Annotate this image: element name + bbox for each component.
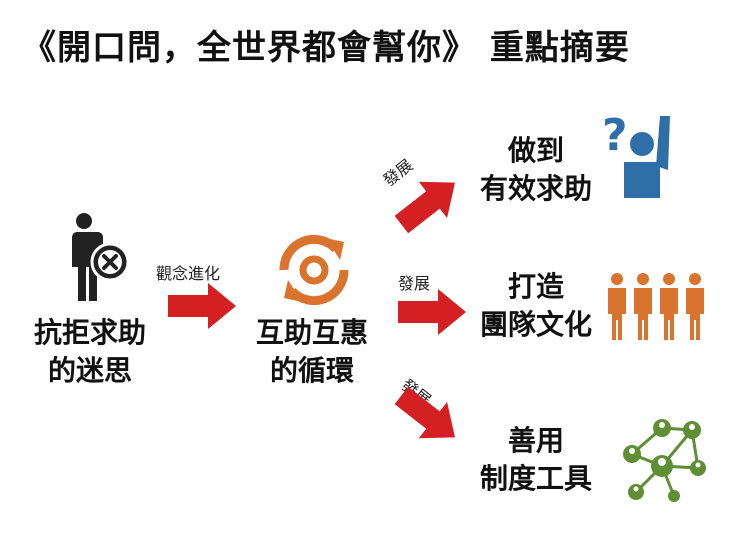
concept-label: 觀念進化 (156, 264, 221, 283)
start-line1: 抗拒求助 (33, 316, 146, 349)
develop-mid-label: 發展 (398, 274, 431, 293)
page-title: 《開口問，全世界都會幫你》 重點摘要 (22, 28, 630, 68)
middle-line2: 的循環 (269, 354, 354, 387)
out2-label: 打造 團隊文化 (466, 268, 606, 344)
cycle-icon (279, 234, 349, 306)
out3-line2: 制度工具 (479, 462, 592, 495)
person-reject-icon (70, 213, 130, 301)
network-icon (623, 419, 706, 502)
out2-line1: 打造 (507, 270, 564, 303)
start-line2: 的迷思 (47, 354, 132, 387)
svg-text:?: ? (602, 110, 628, 161)
out1-label: 做到 有效求助 (466, 132, 606, 208)
out3-line1: 善用 (507, 424, 564, 457)
team-people-icon (608, 273, 704, 340)
start-label: 抗拒求助 的迷思 (20, 314, 160, 390)
develop-down-arrow (394, 386, 456, 439)
out3-label: 善用 制度工具 (466, 422, 606, 498)
develop-up-arrow (394, 181, 456, 234)
question-hand-raise-icon: ? (602, 110, 670, 198)
develop-mid-arrow (398, 289, 466, 335)
middle-line1: 互助互惠 (255, 316, 368, 349)
out1-line2: 有效求助 (479, 172, 592, 205)
out2-line2: 團隊文化 (479, 308, 592, 341)
middle-label: 互助互惠 的循環 (242, 314, 382, 390)
out1-line1: 做到 (507, 134, 564, 167)
concept-arrow (168, 283, 236, 329)
